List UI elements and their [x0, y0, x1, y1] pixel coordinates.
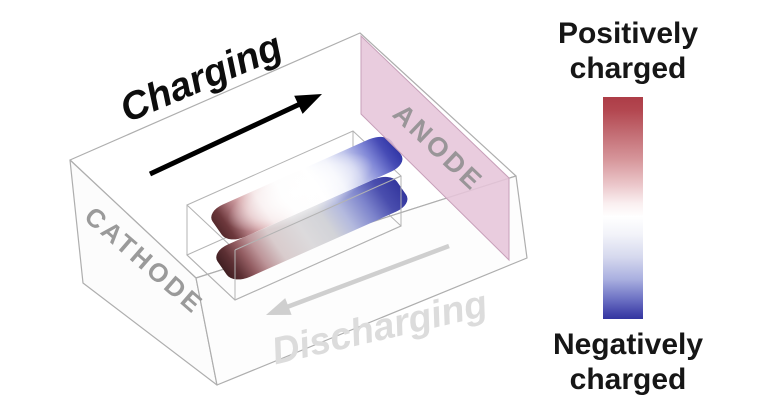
discharging-arrowhead: [266, 298, 292, 315]
positive-charge-label: Positively charged: [540, 16, 716, 86]
charging-arrow-shaft: [148, 101, 302, 177]
discharging-arrow-shaft: [286, 243, 450, 310]
positive-charge-label-line2: charged: [569, 52, 687, 85]
battery-3d-diagram: CATHODE Discharging: [69, 25, 528, 386]
charge-colorbar: [603, 97, 643, 319]
capsule-highlight: [227, 152, 373, 232]
negative-charge-label-line1: Negatively: [552, 328, 704, 361]
anode-panel: [360, 34, 510, 262]
inner-box-wireframe-front: [186, 175, 402, 301]
capsule-front-face: [216, 176, 408, 280]
charging-arrowhead: [294, 94, 322, 114]
negative-charge-label-line2: charged: [569, 363, 687, 396]
negative-charge-label: Negatively charged: [540, 327, 716, 397]
positive-charge-label-line1: Positively: [557, 17, 699, 50]
